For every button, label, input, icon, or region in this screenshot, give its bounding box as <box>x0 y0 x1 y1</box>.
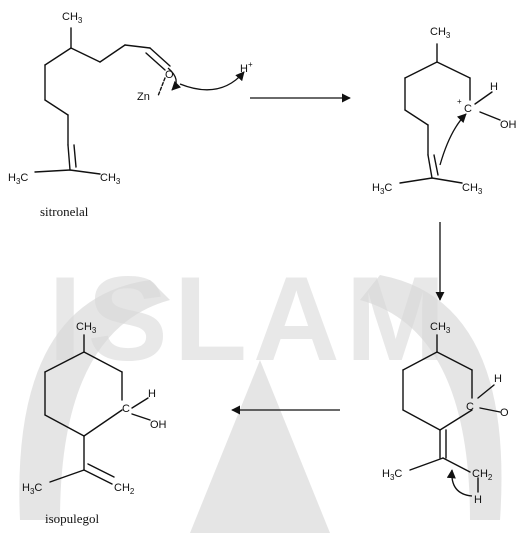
electron-push-arrow <box>439 113 467 166</box>
product-isopulegol: CH3 C H OH H3C CH2 isopulegol <box>22 321 167 526</box>
carbocation-plus: + <box>457 97 462 106</box>
hydroxyl-label: OH <box>500 119 517 131</box>
hydrogen-label: H <box>148 388 156 400</box>
proton-label: H+ <box>240 60 253 75</box>
electron-push-arrow <box>167 67 182 91</box>
reactant-sitronelal: CH3 O Zn H+ H3C CH3 sitronelal <box>8 11 253 219</box>
hydrogen-label: H <box>490 81 498 93</box>
isopulegol-caption: isopulegol <box>45 511 100 526</box>
zinc-label: Zn <box>137 91 150 103</box>
electron-push-arrow <box>446 469 473 497</box>
h3c-label: H3C <box>22 482 42 496</box>
oxygen-label: O <box>500 407 509 419</box>
carbon-label: C <box>464 103 472 115</box>
h3c-label: H3C <box>382 468 402 482</box>
watermark-arch-left <box>19 280 171 520</box>
ch3-label: CH3 <box>430 321 451 335</box>
electron-push-arrow-proton <box>179 71 245 91</box>
watermark-arch-right <box>360 275 502 520</box>
intermediate-2: CH3 C H O H3C CH2 H <box>382 321 509 506</box>
carbon-label: C <box>122 403 130 415</box>
hydroxyl-label: OH <box>150 419 167 431</box>
ch3-right-label: CH3 <box>100 172 121 186</box>
ch2-label: CH2 <box>472 468 493 482</box>
hydrogen-bottom-label: H <box>474 494 482 506</box>
oxygen-label: O <box>165 69 174 81</box>
carbon-label: C <box>466 401 474 413</box>
ch3-label: CH3 <box>62 11 83 25</box>
intermediate-1: CH3 + C H OH H3C CH3 <box>372 26 517 196</box>
ch3-label: CH3 <box>430 26 451 40</box>
ch3-label: CH3 <box>76 321 97 335</box>
h3c-label: H3C <box>372 182 392 196</box>
ch2-label: CH2 <box>114 482 135 496</box>
ch3-right-label: CH3 <box>462 182 483 196</box>
sitronelal-caption: sitronelal <box>40 204 89 219</box>
watermark-text: ISLAM <box>48 252 451 386</box>
hydrogen-label: H <box>494 373 502 385</box>
h3c-label: H3C <box>8 172 28 186</box>
watermark-triangle <box>190 360 330 533</box>
watermark: ISLAM <box>19 252 502 533</box>
